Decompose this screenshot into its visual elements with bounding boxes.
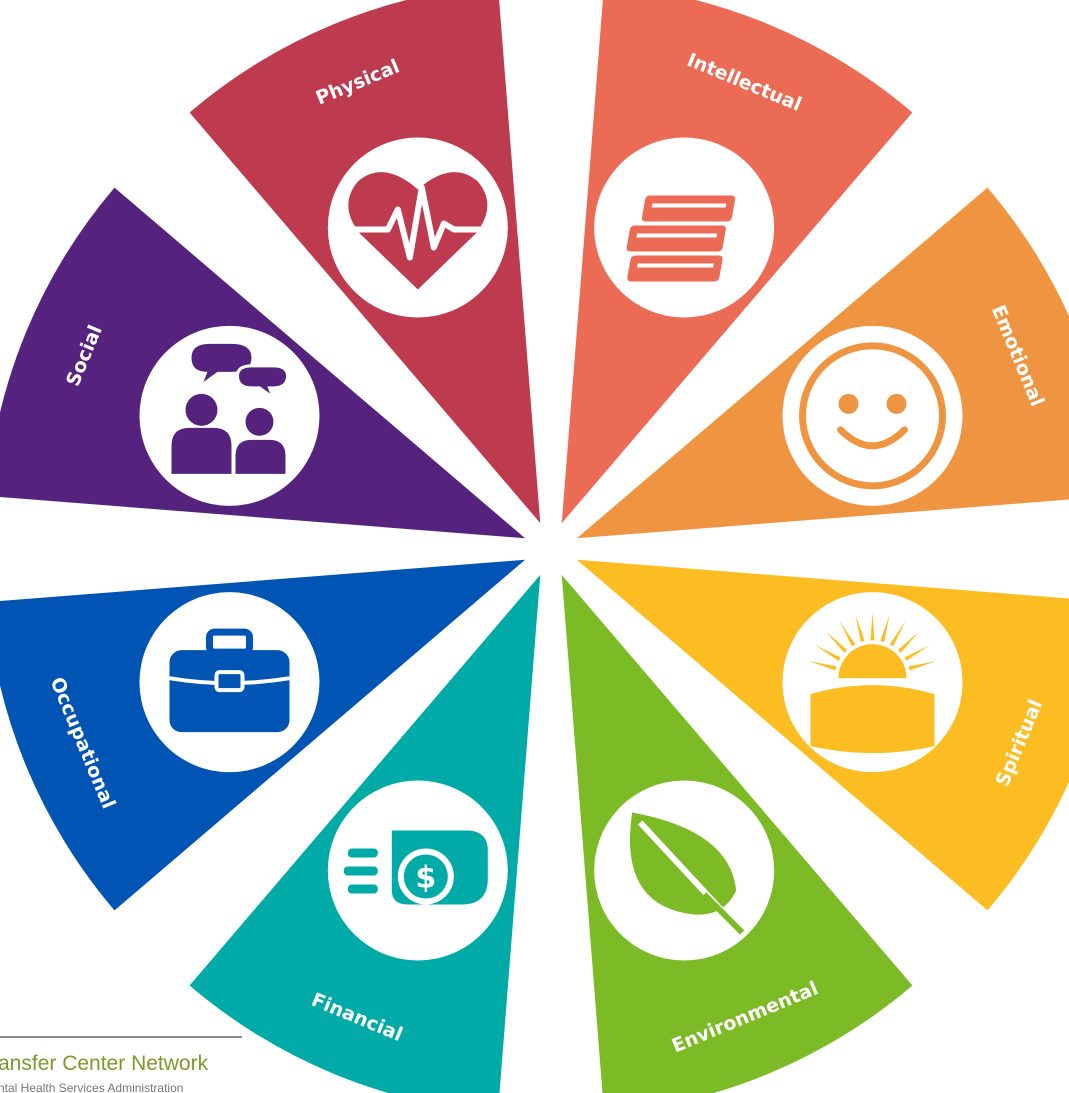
leaf-icon [594, 780, 775, 961]
hand-money-icon: $ [327, 780, 508, 961]
footer-agency-text: ntal Health Services Administration [0, 1081, 184, 1093]
people-chat-icon [139, 325, 320, 506]
footer-credit: ansfer Center Network ntal Health Servic… [0, 1036, 245, 1093]
smiley-face-icon [782, 325, 963, 506]
footer-rule [0, 1036, 242, 1038]
briefcase-icon [139, 592, 320, 773]
heart-pulse-icon [327, 137, 508, 318]
svg-text:$: $ [415, 861, 436, 896]
books-icon [594, 137, 775, 318]
footer-network-text: ansfer Center Network [0, 1052, 209, 1075]
sunrise-icon [782, 592, 963, 773]
